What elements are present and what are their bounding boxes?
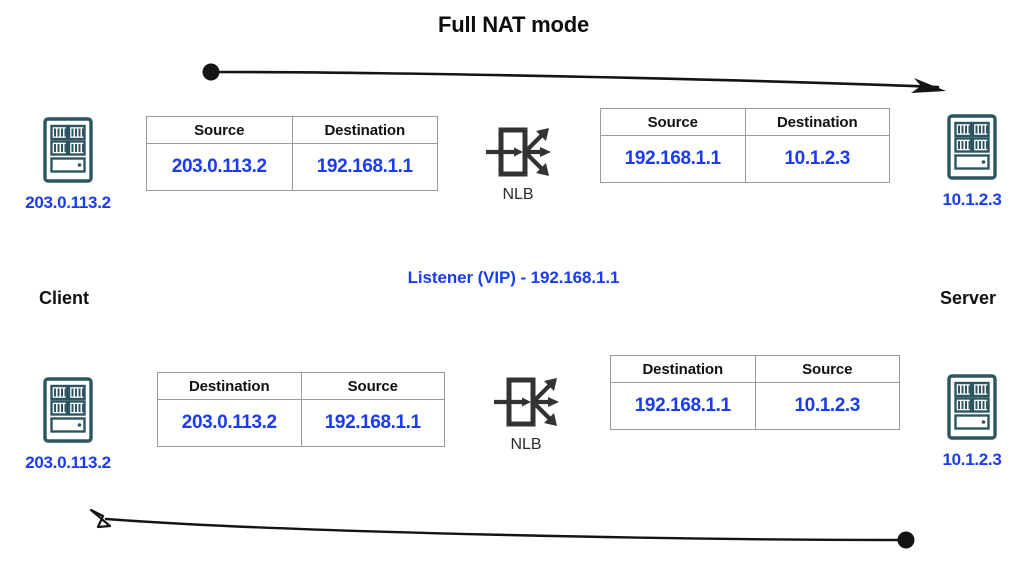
server-rack-icon	[43, 117, 93, 183]
server-rack-icon	[43, 377, 93, 443]
request-flow-start-dot	[202, 63, 220, 81]
table-cell-value: 203.0.113.2	[157, 399, 302, 447]
column-header: Source	[300, 372, 445, 400]
page-title: Full NAT mode	[438, 12, 589, 37]
table-header-row: Destination Source	[157, 372, 445, 400]
response-flow-arrowhead	[89, 508, 112, 529]
nlb-label-top: NLB	[502, 186, 534, 203]
table-cell-value: 192.168.1.1	[600, 135, 746, 183]
column-header: Source	[600, 108, 746, 136]
client-node-top: 203.0.113.2	[8, 115, 128, 213]
request-flow-arrowhead	[911, 78, 946, 93]
packet-table-response-client-side: Destination Source 203.0.113.2 192.168.1…	[157, 372, 445, 447]
table-cell-value: 192.168.1.1	[610, 382, 756, 430]
column-header: Source	[146, 116, 293, 144]
listener-vip-label: Listener (VIP) - 192.168.1.1	[407, 268, 620, 287]
table-row: 192.168.1.1 10.1.2.3	[610, 382, 900, 430]
table-cell-value: 192.168.1.1	[300, 399, 445, 447]
server-rack-icon	[947, 114, 997, 180]
server-ip-bottom: 10.1.2.3	[942, 450, 1002, 469]
client-ip-top: 203.0.113.2	[25, 193, 111, 212]
server-label: Server	[939, 288, 997, 308]
column-header: Source	[754, 355, 900, 383]
column-header: Destination	[291, 116, 438, 144]
response-flow-start-dot	[897, 531, 915, 549]
column-header: Destination	[157, 372, 302, 400]
packet-table-response-server-side: Destination Source 192.168.1.1 10.1.2.3	[610, 355, 900, 430]
response-flow-arrow	[89, 508, 915, 549]
server-node-top: 10.1.2.3	[912, 112, 1027, 210]
packet-table-request-client-side: Source Destination 203.0.113.2 192.168.1…	[146, 116, 438, 191]
table-cell-value: 203.0.113.2	[146, 143, 293, 191]
table-cell-value: 192.168.1.1	[291, 143, 438, 191]
table-header-row: Destination Source	[610, 355, 900, 383]
packet-table-request-server-side: Source Destination 192.168.1.1 10.1.2.3	[600, 108, 890, 183]
table-cell-value: 10.1.2.3	[754, 382, 900, 430]
column-header: Destination	[610, 355, 756, 383]
nlb-node-bottom: NLB	[466, 372, 586, 454]
table-header-row: Source Destination	[600, 108, 890, 136]
table-row: 192.168.1.1 10.1.2.3	[600, 135, 890, 183]
column-header: Destination	[744, 108, 890, 136]
server-ip-top: 10.1.2.3	[942, 190, 1002, 209]
server-rack-icon	[947, 374, 997, 440]
client-label: Client	[38, 288, 89, 308]
table-cell-value: 10.1.2.3	[744, 135, 890, 183]
nlb-icon	[494, 377, 559, 427]
nlb-label-bottom: NLB	[510, 436, 542, 453]
request-flow-arrow	[202, 63, 946, 93]
client-ip-bottom: 203.0.113.2	[25, 453, 111, 472]
server-node-bottom: 10.1.2.3	[912, 372, 1027, 470]
table-row: 203.0.113.2 192.168.1.1	[157, 399, 445, 447]
nlb-node-top: NLB	[458, 122, 578, 204]
client-node-bottom: 203.0.113.2	[8, 375, 128, 473]
table-header-row: Source Destination	[146, 116, 438, 144]
nlb-icon	[486, 127, 551, 177]
table-row: 203.0.113.2 192.168.1.1	[146, 143, 438, 191]
